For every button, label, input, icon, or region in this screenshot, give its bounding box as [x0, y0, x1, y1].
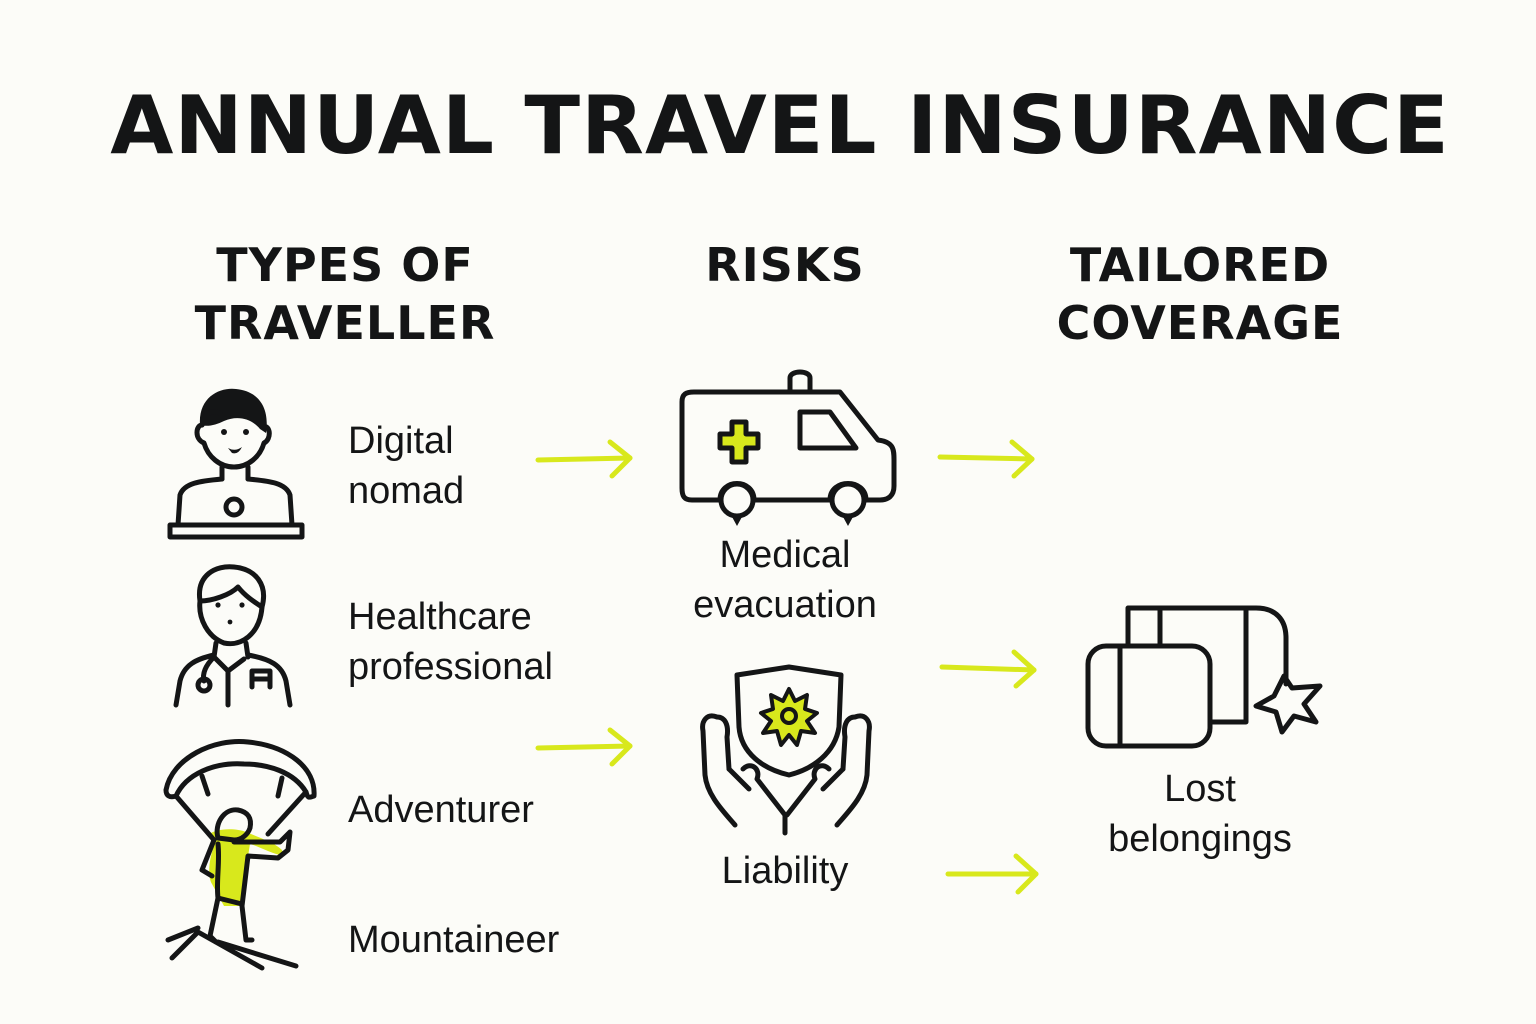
label-line: evacuation — [693, 584, 877, 626]
paraglider-icon — [163, 738, 317, 971]
risk-medical-evacuation: Medical evacuation — [640, 530, 930, 630]
risk-liability: Liability — [721, 850, 849, 892]
traveller-healthcare-professional: Healthcare professional — [348, 592, 553, 692]
heading-line: COVERAGE — [1056, 296, 1344, 350]
label-line: professional — [348, 646, 553, 688]
label-line: Medical — [719, 534, 851, 576]
doctor-with-stethoscope-icon — [173, 564, 293, 708]
heading-types-of-traveller: TYPES OF TRAVELLER — [150, 236, 540, 352]
page-title: ANNUAL TRAVEL INSURANCE — [110, 79, 1450, 172]
luggage-star-icon — [1085, 605, 1323, 749]
coverage-lost-belongings: Lost belongings — [1060, 764, 1340, 864]
label-line: Lost — [1164, 768, 1236, 810]
person-with-laptop-icon — [167, 388, 305, 540]
arrow-right-icon — [939, 649, 1037, 689]
heading-line: TAILORED — [1069, 238, 1331, 292]
label-line: Healthcare — [348, 596, 532, 638]
arrow-right-icon — [945, 853, 1039, 895]
hands-shield-icon — [700, 664, 872, 836]
arrow-right-icon — [937, 439, 1035, 479]
label-line: Digital — [348, 420, 454, 462]
heading-line: TRAVELLER — [194, 296, 496, 350]
ambulance-icon — [679, 369, 897, 526]
heading-risks: RISKS — [705, 238, 865, 292]
arrow-right-icon — [535, 439, 633, 479]
arrow-right-icon — [535, 727, 633, 767]
traveller-adventurer: Adventurer — [348, 789, 534, 831]
traveller-digital-nomad: Digital nomad — [348, 416, 464, 516]
heading-line: TYPES OF — [216, 238, 474, 292]
heading-tailored-coverage: TAILORED COVERAGE — [1010, 236, 1390, 352]
label-line: nomad — [348, 470, 465, 512]
label-line: belongings — [1108, 818, 1292, 860]
traveller-mountaineer: Mountaineer — [348, 919, 560, 961]
